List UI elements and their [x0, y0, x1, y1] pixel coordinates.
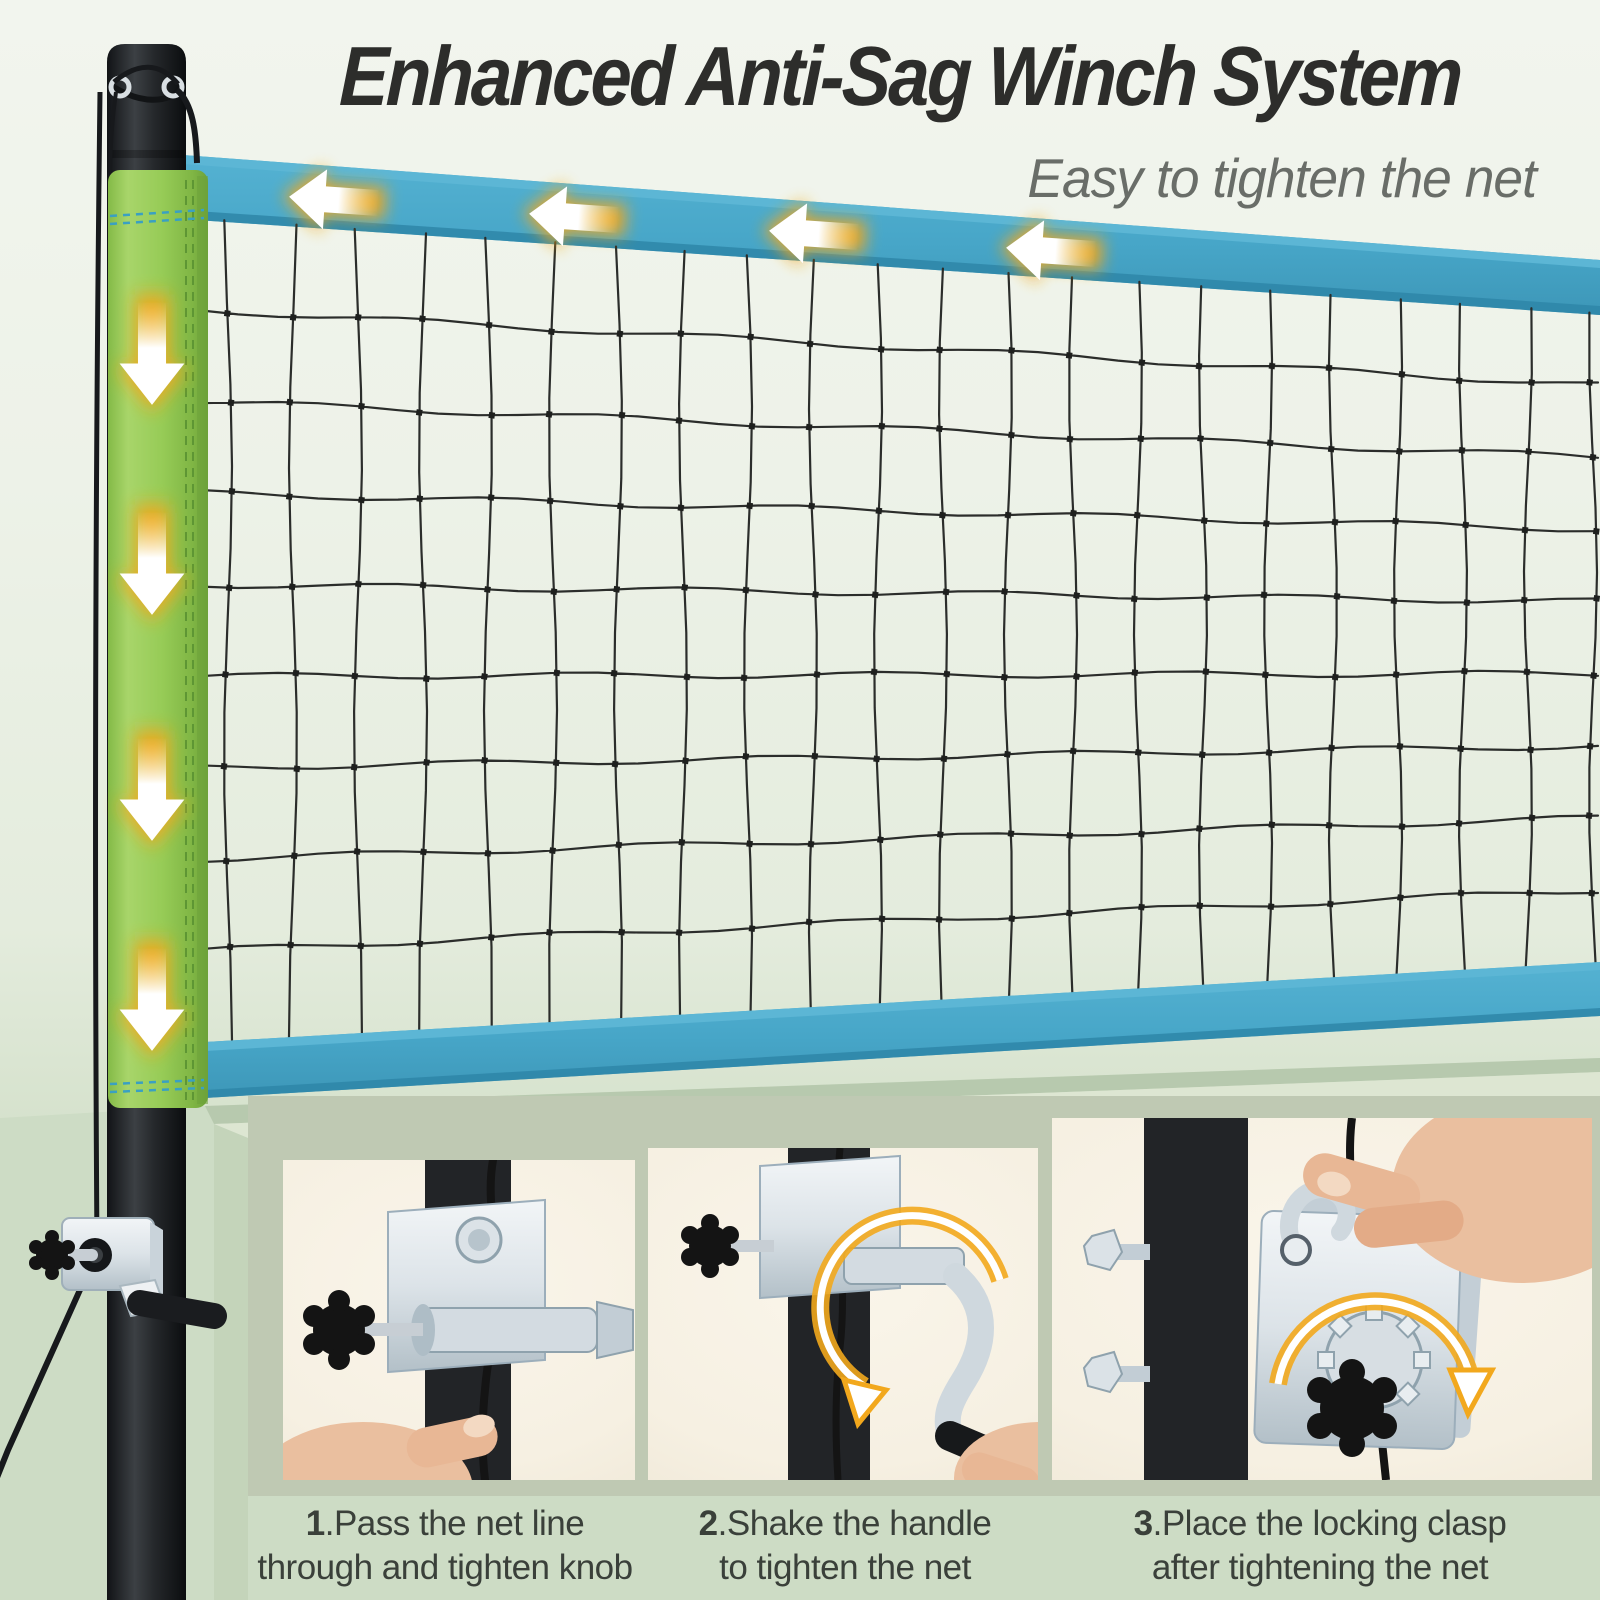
pole-sleeve: [108, 170, 208, 1108]
photo3-pole: [1144, 1118, 1248, 1480]
photo1-star-knob: [303, 1290, 375, 1370]
photo2-crank-arm: [934, 1263, 994, 1449]
photo2-hand: [954, 1422, 1038, 1480]
pole-winch-assembly: [0, 1217, 227, 1479]
page-title: Enhanced Anti-Sag Winch System: [338, 29, 1462, 123]
rope-eyelets: [108, 64, 200, 181]
step-caption-3: 3.Place the locking clasp after tighteni…: [1133, 1504, 1507, 1587]
photo3-hand: [1303, 1118, 1592, 1283]
step-photo-1-pass-net-line: [283, 1160, 635, 1480]
step-number: 1: [305, 1504, 325, 1543]
photo1-hand: [283, 1414, 498, 1480]
photo2-rotation-arrow: [811, 1206, 1009, 1430]
photo3-rotation-arrow: [1269, 1292, 1497, 1420]
photo1-threaded-rod: [365, 1323, 423, 1336]
photo2-star-knob: [681, 1214, 739, 1278]
photo3-star-knob: [1307, 1359, 1397, 1457]
step-caption-1: 1.Pass the net line through and tighten …: [257, 1504, 633, 1587]
step-photo-3-locking-clasp: [1052, 1118, 1592, 1480]
step-caption-2: 2.Shake the handle to tighten the net: [698, 1504, 992, 1587]
photo1-winch-barrel: [420, 1307, 598, 1353]
net-tension-cable: [93, 91, 103, 1253]
step-photo-2-shake-handle: [648, 1148, 1038, 1480]
net-bottom-band: [205, 962, 1600, 1098]
page-subtitle: Easy to tighten the net: [1027, 147, 1537, 209]
step-number: 2: [698, 1504, 718, 1543]
step-number: 3: [1133, 1504, 1153, 1543]
winch-knob: [29, 1230, 75, 1280]
cord-to-band: [174, 87, 200, 164]
net-mesh: [196, 219, 1600, 1042]
winch-crank-handle: [127, 1290, 227, 1329]
net-top-band: [183, 155, 1600, 315]
photo3-bolts: [1082, 1228, 1150, 1394]
